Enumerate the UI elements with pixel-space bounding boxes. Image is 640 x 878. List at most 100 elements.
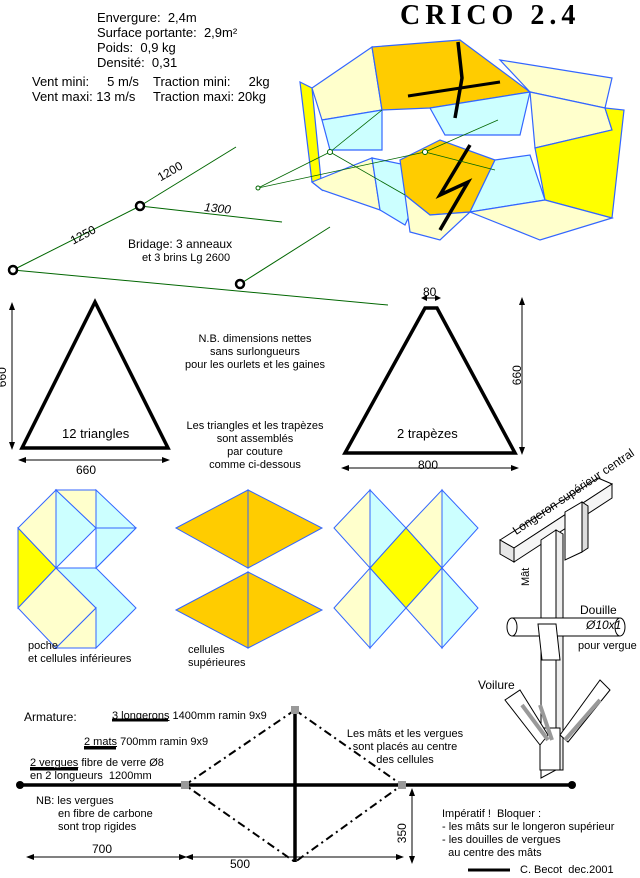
dim-350-label: 350 (394, 823, 409, 844)
armature-nb-3: sont trop rigides (58, 821, 137, 833)
page-title: CRICO 2.4 (400, 0, 581, 31)
armature-placement-2: sont placés au centre (352, 741, 458, 753)
armature-longerons: 3 longerons 1400mm ramin 9x9 (112, 710, 267, 723)
trapezoid-width-arrow-left (341, 465, 349, 471)
cell-right-bottom-cyan2 (441, 566, 479, 650)
armature-heading: Armature: (24, 710, 77, 724)
kite-bridle-ring-a (327, 149, 333, 155)
note-assembly-3: par couture (227, 446, 283, 458)
armature-vergues: 2 vergues fibre de verre Ø8 (30, 757, 164, 770)
triangle-pattern (9, 298, 171, 463)
armature-diagram (16, 706, 576, 872)
bridle-line-1300 (139, 205, 283, 223)
detail-vergue-label: pour vergue (578, 640, 637, 652)
dim-350-arrow-b (409, 856, 415, 864)
kite-spar-lower (435, 144, 473, 231)
armature-vergues-2: en 2 longueurs 1200mm (30, 770, 152, 782)
frame-longeron-end-right (568, 781, 576, 789)
dim-500-arrow-l (185, 854, 193, 860)
note-nb-1: N.B. dimensions nettes (198, 333, 312, 345)
frame-joint-left (181, 781, 189, 789)
frame-joint-top (291, 706, 299, 714)
spec-densite: Densité: 0,31 (97, 55, 178, 70)
spec-vent-mini: Vent mini: 5 m/s (32, 74, 139, 89)
cell-right-top-pale (333, 488, 371, 570)
kite-bridle-line-4 (329, 151, 406, 196)
triangle-width-arrow-right (162, 457, 170, 463)
triangle-height-arrow-top (9, 302, 15, 310)
spec-traction-mini: Traction mini: 2kg (153, 74, 270, 89)
kite-bridle-line-2 (257, 151, 426, 189)
cell-mid-top-orange-right (247, 489, 324, 569)
trapezoid-pattern (341, 295, 525, 471)
armature-vergues-spec: fibre de verre Ø8 (78, 757, 164, 769)
armature-imperatif-3: - les douilles de vergues (442, 834, 561, 846)
kite-bridle-line-5 (424, 119, 499, 153)
triangle-shape (19, 298, 171, 450)
note-nb-3: pour les ourlets et les gaines (184, 359, 326, 371)
kite-bridle-line-3 (329, 109, 383, 153)
note-assembly-4: comme ci-dessous (209, 459, 301, 471)
mast-clamp-top (564, 501, 583, 561)
bridle-line-upper-right (239, 226, 331, 285)
triangle-height-label: 660 (0, 367, 9, 388)
kite-left-pale-upper (311, 45, 383, 121)
trapezoid-width-label: 800 (418, 458, 439, 472)
cell-right-bottom-cyan (369, 566, 407, 650)
spec-envergure: Envergure: 2,4m (97, 10, 197, 25)
kite-bridle-line-1 (257, 151, 331, 189)
kite-left-cyan-upper (321, 109, 383, 151)
trapezoid-top-arrow-left (421, 295, 427, 301)
cell-left-bottom-pale2 (54, 606, 97, 649)
cell-mid-label-2: supérieures (188, 657, 246, 669)
kite-bridle-ring-b (422, 149, 428, 155)
armature-nb-1: NB: les vergues (36, 795, 114, 807)
cell-assembly-right (333, 488, 479, 650)
trapezoid-top-label: 80 (423, 285, 437, 299)
armature-placement-3: des cellules (376, 754, 434, 766)
cell-left-upper-pale2 (54, 489, 97, 530)
sail-gray-1 (520, 703, 550, 742)
mast-clamp-side (581, 501, 589, 553)
triangle-width-arrow-left (18, 457, 26, 463)
armature-placement-1: Les mâts et les vergues (346, 728, 464, 740)
credit-label: C. Becot dec.2001 (520, 864, 614, 876)
triangle-count-label: 12 triangles (62, 426, 130, 441)
note-assembly-2: sont assemblés (216, 433, 294, 445)
kite-spar-upper (453, 41, 464, 119)
frame-joint-right (398, 781, 406, 789)
kite-spar-cross (407, 80, 501, 98)
bridle-description-2: et 3 brins Lg 2600 (142, 252, 231, 264)
trapezoid-count-label: 2 trapèzes (397, 426, 458, 441)
kite-right-bottom-pale (467, 199, 615, 241)
dim-700-arrow-l (26, 854, 34, 860)
sail-left (504, 689, 549, 746)
trapezoid-shape (342, 306, 518, 455)
cell-right-bottom-pale (333, 566, 371, 650)
detail-diam-label: Ø10x1 (586, 618, 622, 632)
cell-right-top-cyan2 (441, 488, 479, 570)
bridle-ring-right (234, 278, 246, 290)
note-nb-2: sans surlongueurs (210, 346, 300, 358)
cell-mid-label-1: cellules (188, 644, 225, 656)
armature-imperatif-2: - les mâts sur le longeron supérieur (442, 821, 615, 833)
cell-mid-top-orange-left (174, 489, 249, 569)
armature-longerons-spec: 1400mm ramin 9x9 (169, 710, 267, 722)
cell-assembly-middle (174, 489, 324, 649)
spec-surface: Surface portante: 2,9m² (97, 25, 238, 40)
cell-mid-bottom-orange-right (247, 571, 324, 649)
bridle-ring-left (7, 264, 19, 276)
vergue-tube-end (506, 617, 518, 637)
spec-vent-maxi: Vent maxi: 13 m/s (32, 89, 136, 104)
douille-clamp (537, 623, 561, 661)
triangle-width-label: 660 (76, 463, 97, 477)
armature-mats-count: 2 mats (84, 736, 118, 748)
cell-left-label-2: et cellules inférieures (28, 653, 132, 665)
armature-mats-spec: 700mm ramin 9x9 (117, 736, 209, 748)
dim-500-arrow-r (396, 854, 404, 860)
kite-bridle-line-6 (424, 151, 496, 171)
spec-poids: Poids: 0,9 kg (97, 40, 176, 55)
bridle-diagram (7, 146, 389, 306)
bridle-ring-upper (134, 200, 146, 212)
